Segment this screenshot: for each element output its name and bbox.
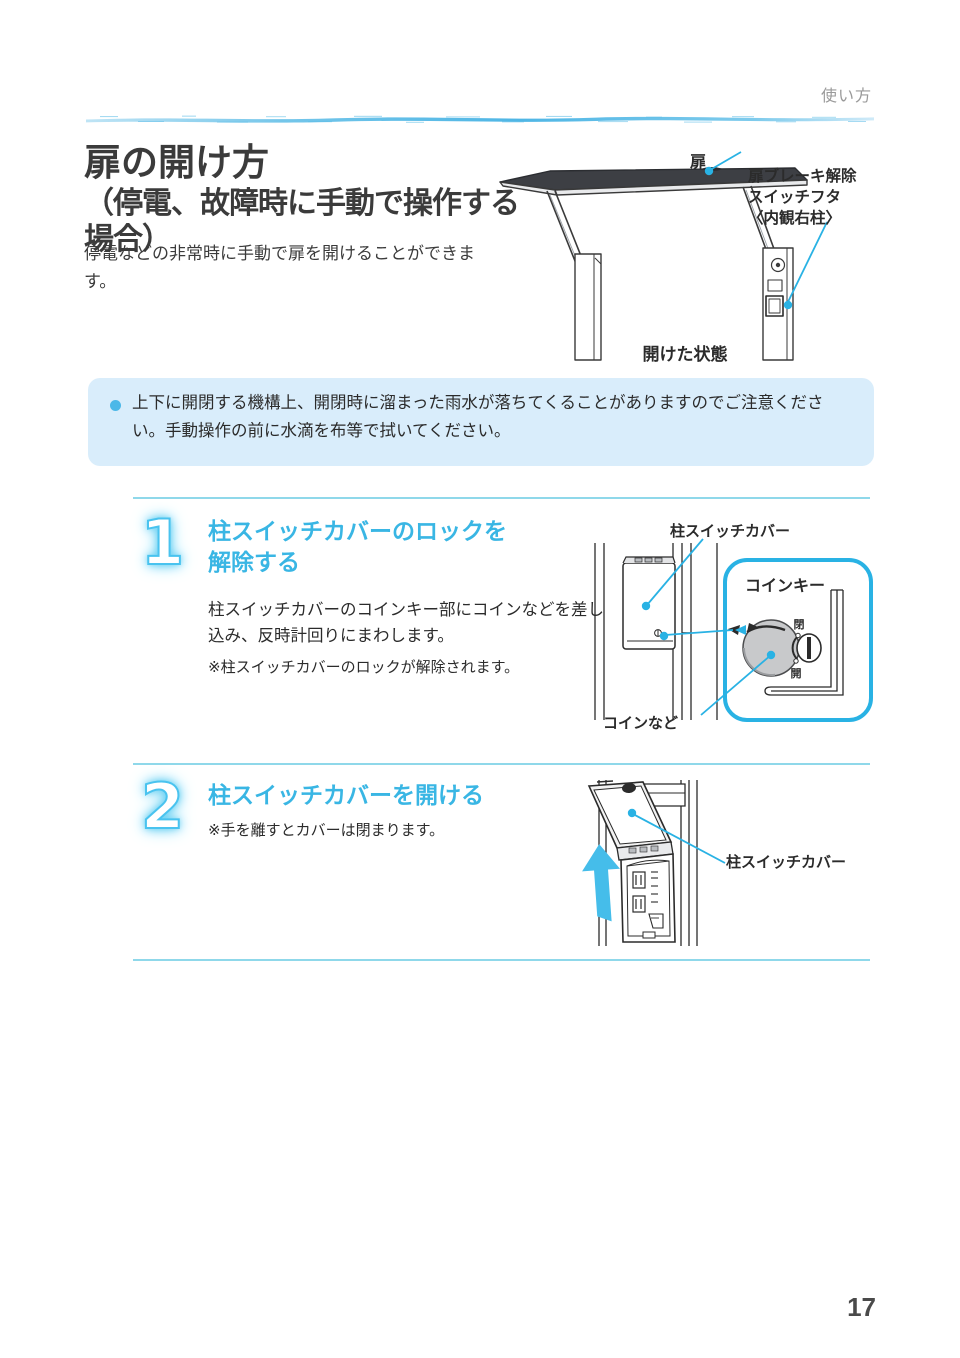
step-2: 2 柱スイッチカバーを開ける ※手を離すとカバーは閉まります。: [133, 770, 870, 951]
section-divider-bottom: [133, 959, 870, 961]
step-1-note: ※柱スイッチカバーのロックが解除されます。: [208, 659, 520, 676]
step-2-number: 2: [140, 770, 185, 843]
page-number: 17: [847, 1292, 876, 1322]
page-title-block: 扉の開け方 （停電、故障時に手動で操作する場合）: [84, 142, 534, 258]
step-1-label-coinkey: コインキー: [745, 578, 826, 595]
caution-note-box: 上下に開閉する機構上、開閉時に溜まった雨水が落ちてくることがありますのでご注意く…: [88, 378, 874, 466]
up-arrow-icon: [582, 844, 620, 922]
dial-closed-label: 閉: [794, 618, 805, 631]
open-door-illustration: [495, 138, 905, 363]
step-1-label-coin: コインなど: [603, 715, 679, 732]
page-lead-text: 停電などの非常時に手動で扉を開けることができます。: [84, 244, 475, 292]
step-2-label-cover: 柱スイッチカバー: [726, 854, 847, 871]
callout-brake-cover-label: 扉ブレーキ解除スイッチフタ〈内観右柱〉: [748, 168, 857, 228]
section-divider-top: [133, 497, 870, 499]
dial-open-label: 開: [791, 667, 802, 680]
step-2-illustration: [565, 768, 870, 953]
step-1-body: 柱スイッチカバーのコインキー部にコインなどを差し込み、反時計回りにまわします。: [208, 601, 604, 646]
bullet-icon: [110, 400, 121, 411]
caution-note-text: 上下に開閉する機構上、開閉時に溜まった雨水が落ちてくることがありますのでご注意く…: [132, 394, 824, 441]
step-1-label-cover: 柱スイッチカバー: [670, 523, 791, 540]
page-title: 扉の開け方: [84, 142, 269, 183]
step-1-heading: 柱スイッチカバーのロックを解除する: [208, 518, 507, 576]
step-1: 1 柱スイッチカバーのロックを解除する 柱スイッチカバーのコインキー部にコインな…: [133, 506, 870, 752]
step-1-illustration: 閉 開: [585, 515, 875, 740]
callout-door-label: 扉: [690, 154, 707, 171]
hero-figure-caption: 開けた状態: [642, 345, 728, 364]
brush-divider: [86, 112, 874, 126]
running-head: 使い方: [820, 88, 872, 105]
section-divider-middle: [133, 763, 870, 765]
step-2-heading: 柱スイッチカバーを開ける: [208, 782, 484, 808]
step-2-note: ※手を離すとカバーは閉まります。: [208, 822, 445, 839]
page-subtitle: （停電、故障時に手動で操作する場合）: [84, 187, 520, 257]
step-1-number: 1: [140, 506, 185, 579]
